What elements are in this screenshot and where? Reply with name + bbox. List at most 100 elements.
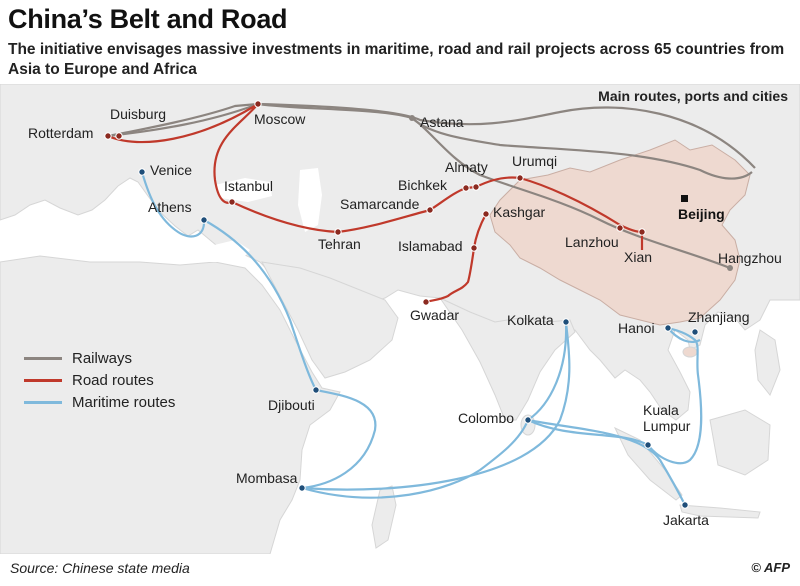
moscow-dot	[254, 100, 262, 108]
label-istanbul: Istanbul	[224, 178, 273, 194]
maritime-colombo-kuala	[527, 419, 649, 446]
label-zhanjiang: Zhanjiang	[688, 309, 750, 325]
maritime-colombo-kolkata	[527, 321, 568, 421]
legend-label-railways: Railways	[72, 349, 133, 367]
map-canvas: Rotterdam Duisburg Moscow Astana Venice …	[0, 84, 800, 554]
maritime-athens-djibouti	[203, 219, 317, 391]
label-gwadar: Gwadar	[410, 307, 459, 323]
label-astana: Astana	[420, 114, 464, 130]
zhanjiang-dot	[691, 328, 699, 336]
borneo-land	[709, 409, 771, 476]
label-urumqi: Urumqi	[512, 153, 557, 169]
kuala-lumpur-dot	[644, 441, 652, 449]
label-kashgar: Kashgar	[493, 204, 545, 220]
java-land	[679, 504, 761, 519]
samarcande-dot	[426, 206, 434, 214]
arabia-land	[261, 261, 399, 379]
label-tehran: Tehran	[318, 236, 361, 252]
label-mombasa: Mombasa	[236, 470, 298, 486]
duisburg-dot	[115, 132, 123, 140]
label-djibouti: Djibouti	[268, 397, 315, 413]
legend-item-railways: Railways	[24, 347, 175, 369]
railway-routes	[107, 102, 756, 270]
beijing-marker	[681, 195, 688, 202]
label-kolkata: Kolkata	[507, 312, 554, 328]
source-note: Source: Chinese state media	[10, 560, 190, 576]
map-subtitle-label: Main routes, ports and cities	[598, 88, 788, 104]
maritime-mombasa-kolkata	[301, 321, 571, 491]
kolkata-dot	[562, 318, 570, 326]
rotterdam-dot	[104, 132, 112, 140]
label-beijing: Beijing	[678, 206, 725, 222]
islamabad-dot	[470, 244, 478, 252]
athens-dot	[200, 216, 208, 224]
legend-item-road: Road routes	[24, 369, 175, 391]
maritime-venice-athens	[140, 171, 206, 238]
kashgar-dot	[482, 210, 490, 218]
india-land	[438, 296, 576, 421]
road-europe-moscow	[107, 103, 259, 204]
label-lanzhou: Lanzhou	[565, 234, 619, 250]
china-region	[489, 139, 751, 326]
label-lumpur: Lumpur	[643, 418, 691, 434]
madagascar-land	[371, 485, 397, 549]
mediterranean-sea	[50, 225, 250, 262]
legend-label-road: Road routes	[72, 371, 154, 389]
road-cpec	[425, 213, 487, 304]
city-markers	[104, 100, 733, 509]
philippines-land	[754, 329, 781, 396]
label-samarcande: Samarcande	[340, 196, 420, 212]
legend-swatch-maritime	[24, 400, 62, 404]
hangzhou-dot	[727, 265, 733, 271]
label-colombo: Colombo	[458, 410, 514, 426]
venice-dot	[138, 168, 146, 176]
label-moscow: Moscow	[254, 111, 306, 127]
label-athens: Athens	[148, 199, 192, 215]
label-xian: Xian	[624, 249, 652, 265]
label-bichkek: Bichkek	[398, 177, 448, 193]
label-hanoi: Hanoi	[618, 320, 655, 336]
afp-credit: © AFP	[751, 560, 790, 575]
istanbul-dot	[228, 198, 236, 206]
hainan-land	[682, 346, 698, 358]
tehran-dot	[334, 228, 342, 236]
xian-dot	[638, 228, 646, 236]
legend-swatch-road	[24, 378, 62, 382]
sumatra-land	[613, 426, 683, 501]
urumqi-dot	[516, 174, 524, 182]
jakarta-dot	[681, 501, 689, 509]
maritime-kuala-zhanjiang	[647, 326, 703, 465]
label-rotterdam: Rotterdam	[28, 125, 93, 141]
city-labels: Rotterdam Duisburg Moscow Astana Venice …	[28, 106, 782, 528]
label-hangzhou: Hangzhou	[718, 250, 782, 266]
africa-land	[0, 255, 341, 554]
astana-dot	[409, 115, 415, 121]
gwadar-dot	[422, 298, 430, 306]
hanoi-dot	[664, 324, 672, 332]
maritime-djibouti-mombasa	[301, 388, 377, 490]
maritime-zhanjiang-loop	[667, 327, 701, 344]
map-subtitle: The initiative envisages massive investm…	[8, 41, 785, 78]
railway-line-astana	[411, 117, 753, 180]
label-venice: Venice	[150, 162, 192, 178]
caspian-sea	[298, 168, 322, 232]
legend: Railways Road routes Maritime routes	[24, 347, 175, 413]
label-almaty: Almaty	[445, 159, 488, 175]
black-sea	[215, 178, 272, 202]
railway-line-north	[107, 102, 756, 169]
maritime-colombo-jakarta	[527, 418, 686, 506]
mombasa-dot	[298, 484, 306, 492]
map-title: China’s Belt and Road	[8, 4, 288, 34]
colombo-dot	[524, 416, 532, 424]
railway-line-central	[257, 102, 731, 270]
legend-label-maritime: Maritime routes	[72, 393, 176, 411]
bichkek-dot	[462, 184, 470, 192]
legend-item-maritime: Maritime routes	[24, 391, 175, 413]
maritime-routes	[140, 171, 703, 506]
label-duisburg: Duisburg	[110, 106, 166, 122]
label-kuala: Kuala	[643, 402, 679, 418]
railway-line-south-rotterdam	[107, 102, 259, 138]
label-jakarta: Jakarta	[663, 512, 709, 528]
lanzhou-dot	[616, 224, 624, 232]
legend-swatch-railways	[24, 356, 62, 360]
